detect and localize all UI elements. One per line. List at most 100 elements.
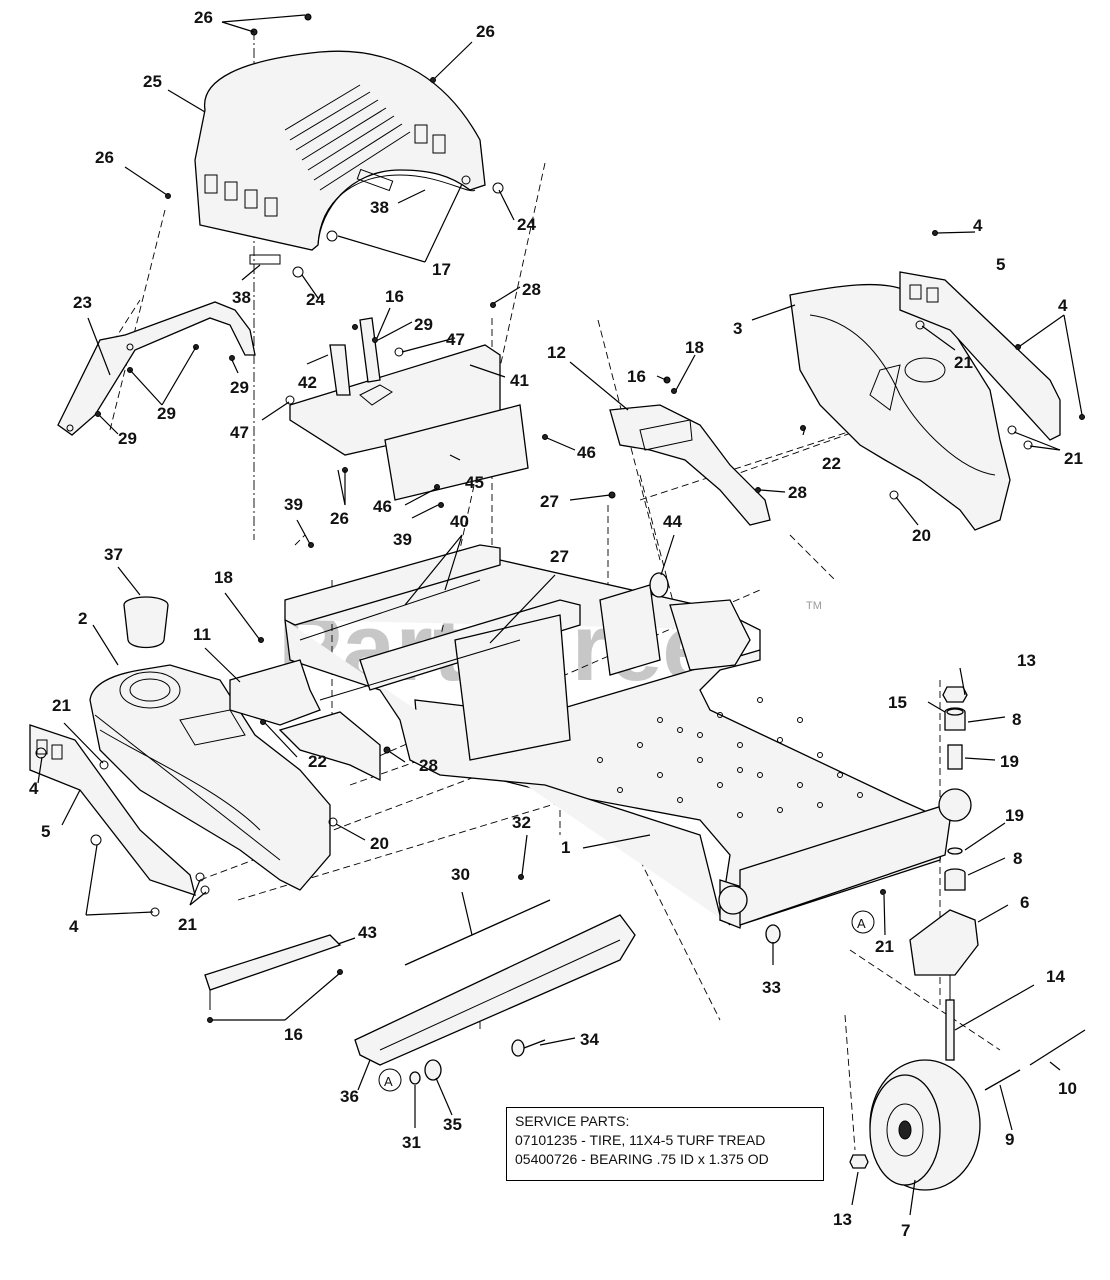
- callout-16: 16: [385, 287, 404, 306]
- callout-numbers: 26 26 25 26 38 24 17 38 24 28 16 29 23 4…: [29, 8, 1083, 1240]
- callout-47: 47: [230, 423, 249, 442]
- callout-3: 3: [733, 319, 742, 338]
- callout-31: 31: [402, 1133, 421, 1152]
- part-2-left-pod: [89, 664, 331, 891]
- callout-10: 10: [1058, 1079, 1077, 1098]
- callout-28: 28: [788, 483, 807, 502]
- watermark-trademark: TM: [806, 600, 822, 612]
- callout-46: 46: [373, 497, 392, 516]
- callout-29: 29: [157, 404, 176, 423]
- callout-21: 21: [52, 696, 71, 715]
- callout-1: 1: [561, 838, 570, 857]
- service-part-line: 07101235 - TIRE, 11X4-5 TURF TREAD: [515, 1132, 766, 1148]
- callout-27: 27: [540, 492, 559, 511]
- callout-44: 44: [663, 512, 682, 531]
- part-43-strip: [204, 934, 342, 1010]
- callout-22: 22: [822, 454, 841, 473]
- callout-4: 4: [973, 216, 983, 235]
- callout-28: 28: [522, 280, 541, 299]
- callout-11: 11: [193, 625, 211, 644]
- callout-25: 25: [143, 72, 162, 91]
- callout-5: 5: [41, 822, 50, 841]
- callout-33: 33: [762, 978, 781, 997]
- part-9-axle-bolt: [984, 1069, 1021, 1091]
- part-44-bushing: [649, 572, 669, 598]
- callout-46: 46: [577, 443, 596, 462]
- part-6-caster-fork: [909, 909, 979, 1060]
- svg-text:A: A: [857, 916, 866, 931]
- callout-17: 17: [432, 260, 451, 279]
- part-12-seat-bracket: [609, 404, 771, 526]
- part-10-bolt: [1029, 1029, 1086, 1066]
- callout-29: 29: [118, 429, 137, 448]
- callout-13: 13: [1017, 651, 1036, 670]
- callout-26: 26: [476, 22, 495, 41]
- callout-8: 8: [1013, 849, 1022, 868]
- callout-5: 5: [996, 255, 1005, 274]
- callout-21: 21: [875, 937, 894, 956]
- callout-26: 26: [95, 148, 114, 167]
- service-parts-title: SERVICE PARTS:: [515, 1113, 630, 1129]
- part-42-bracket: [329, 317, 381, 396]
- service-part-line: 05400726 - BEARING .75 ID x 1.375 OD: [515, 1151, 769, 1167]
- callout-20: 20: [912, 526, 931, 545]
- callout-18: 18: [214, 568, 233, 587]
- callout-12: 12: [547, 343, 566, 362]
- callout-43: 43: [358, 923, 377, 942]
- callout-16: 16: [284, 1025, 303, 1044]
- callout-21: 21: [178, 915, 197, 934]
- callout-19: 19: [1000, 752, 1019, 771]
- part-36-front-axle: [354, 914, 636, 1066]
- part-7-wheel: [869, 1059, 981, 1191]
- part-30-rod: [404, 899, 551, 966]
- part-1-main-frame: [284, 544, 972, 929]
- part-5-right-panel: [899, 271, 1061, 441]
- callout-20: 20: [370, 834, 389, 853]
- callout-8: 8: [1012, 710, 1021, 729]
- part-37-cup-holder: [123, 596, 169, 649]
- callout-35: 35: [443, 1115, 462, 1134]
- callout-26: 26: [194, 8, 213, 27]
- part-14-pin: [945, 999, 955, 1061]
- callout-27: 27: [550, 547, 569, 566]
- leader-lines: [37, 14, 1083, 1216]
- callout-2: 2: [78, 609, 87, 628]
- callout-38: 38: [370, 198, 389, 217]
- callout-34: 34: [580, 1030, 599, 1049]
- callout-6: 6: [1020, 893, 1029, 912]
- callout-4: 4: [69, 917, 79, 936]
- callout-15: 15: [888, 693, 907, 712]
- callout-29: 29: [230, 378, 249, 397]
- callout-29: 29: [414, 315, 433, 334]
- callout-4: 4: [1058, 296, 1068, 315]
- callout-38: 38: [232, 288, 251, 307]
- part-5-left-panel: [29, 724, 196, 896]
- hardware-fasteners: [35, 13, 1085, 1023]
- callout-21: 21: [1064, 449, 1083, 468]
- callout-28: 28: [419, 756, 438, 775]
- callout-16: 16: [627, 367, 646, 386]
- callout-42: 42: [298, 373, 317, 392]
- part-45-lower-plate: [384, 404, 529, 501]
- callout-40: 40: [450, 512, 469, 531]
- part-23-fender-brace: [57, 301, 256, 436]
- part-33-washer: [765, 924, 781, 944]
- callout-7: 7: [901, 1221, 910, 1240]
- reference-marker-a-2: A: [378, 1068, 402, 1092]
- callout-21: 21: [954, 353, 973, 372]
- callout-22: 22: [308, 752, 327, 771]
- part-11-plate: [229, 659, 381, 782]
- callout-47: 47: [446, 330, 465, 349]
- callout-19: 19: [1005, 806, 1024, 825]
- callout-32: 32: [512, 813, 531, 832]
- callout-45: 45: [465, 473, 484, 492]
- part-34-bolt: [511, 1039, 546, 1057]
- part-31-washer: [409, 1071, 421, 1085]
- svg-text:A: A: [384, 1074, 393, 1089]
- callout-36: 36: [340, 1087, 359, 1106]
- service-parts-box: SERVICE PARTS: 07101235 - TIRE, 11X4-5 T…: [506, 1107, 824, 1181]
- part-15-washer: [946, 708, 964, 716]
- callout-37: 37: [104, 545, 123, 564]
